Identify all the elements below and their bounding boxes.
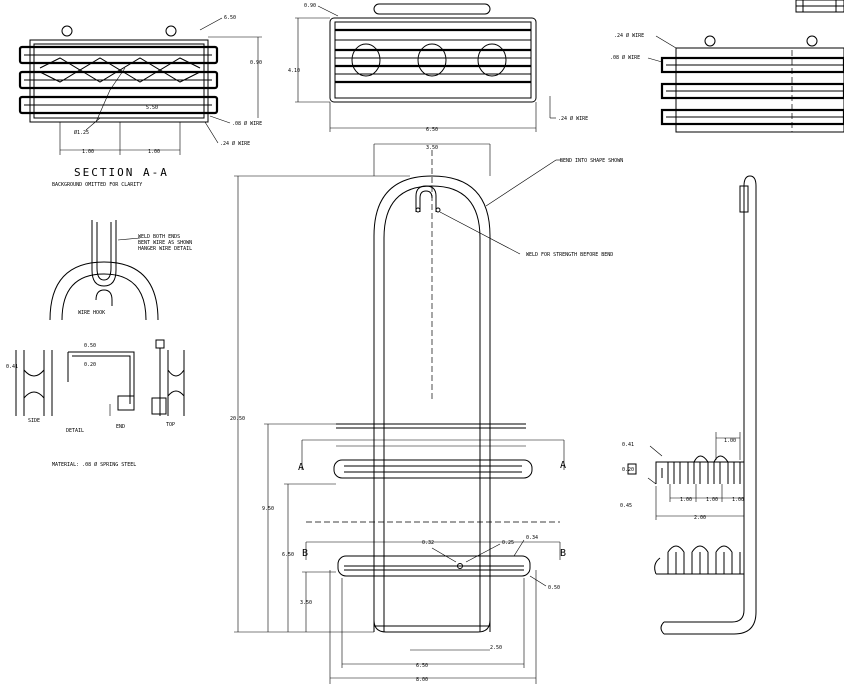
dim-label: 2.00 [694, 515, 706, 521]
comb-lower [654, 545, 744, 575]
main-front-view: A A B B 3.50 20.50 9.50 6.50 3.50 [230, 143, 623, 684]
dim-label: 1.00 [148, 149, 160, 155]
dim-label: 0.34 [526, 535, 538, 541]
dim-label: 5.50 [146, 105, 158, 111]
dim-label: 9.50 [262, 506, 274, 512]
dim-label: 0.20 [622, 467, 634, 473]
top-right-view: .24 Ø WIRE .08 Ø WIRE [610, 32, 844, 133]
dim-label: 1.00 [680, 497, 692, 503]
comb-upper [667, 455, 741, 484]
right-side-view: 1.00 0.41 0.20 0.45 1.00 1.00 1.00 2.00 [620, 175, 757, 635]
wire-hook-detail: WELD BOTH ENDS BENT WIRE AS SHOWN HANGER… [49, 220, 192, 321]
note-label: HANGER WIRE DETAIL [138, 246, 192, 252]
section-mark-b-right: B [560, 548, 566, 559]
dim-label: 8.00 [416, 677, 428, 683]
dim-label: 0.50 [548, 585, 560, 591]
dim-label: 6.50 [282, 552, 294, 558]
dim-label: .24 Ø WIRE [220, 140, 250, 147]
dim-label: .24 Ø WIRE [614, 32, 644, 39]
dim-label: 0.41 [6, 364, 18, 370]
dim-label: 2.50 [490, 645, 502, 651]
dim-label: 1.00 [732, 497, 744, 503]
detail-label: DETAIL [66, 428, 84, 434]
detail-label: END [116, 424, 125, 430]
dim-label: 1.00 [706, 497, 718, 503]
dim-label: .24 Ø WIRE [558, 115, 588, 122]
section-subtitle: BACKGROUND OMITTED FOR CLARITY [52, 182, 142, 188]
dim-label: 4.10 [288, 68, 300, 74]
dim-label: 0.32 [422, 540, 434, 546]
section-title: SECTION A-A [74, 166, 169, 179]
dim-label: .08 Ø WIRE [232, 120, 262, 127]
detail-label: TOP [166, 422, 175, 428]
dim-label: 0.20 [84, 362, 96, 368]
note-label: BENT WIRE AS SHOWN [138, 240, 192, 246]
dim-label: 6.50 [224, 15, 236, 21]
material-note: MATERIAL: .08 Ø SPRING STEEL [52, 461, 136, 468]
section-mark-a-right: A [560, 460, 566, 471]
dim-label: 0.90 [250, 60, 262, 66]
leader-note: BEND INTO SHAPE SHOWN [560, 158, 623, 164]
leader-note: WELD FOR STRENGTH BEFORE BEND [526, 252, 613, 258]
small-part-details: 0.41 SIDE 0.50 0.20 END TOP DETAIL MATER… [6, 339, 185, 468]
dim-label: 6.50 [416, 663, 428, 669]
dim-label: 1.00 [82, 149, 94, 155]
dim-label: 0.90 [304, 3, 316, 9]
detail-label: SIDE [28, 418, 40, 424]
section-mark-a-left: A [298, 462, 304, 473]
dim-label: 3.50 [426, 145, 438, 151]
dim-label: 6.50 [426, 127, 438, 133]
dim-label: 1.00 [724, 438, 736, 444]
dim-label: 0.25 [502, 540, 514, 546]
dim-label: 0.45 [620, 503, 632, 509]
dim-label: 20.50 [230, 416, 245, 422]
dim-label: .08 Ø WIRE [610, 54, 640, 61]
note-label: WIRE HOOK [78, 310, 105, 316]
dim-label: Ø1.25 [74, 129, 89, 136]
note-label: WELD BOTH ENDS [138, 234, 180, 240]
section-mark-b-left: B [302, 548, 308, 559]
top-center-view: 4.10 0.90 6.50 .24 Ø WIRE [288, 3, 588, 133]
dim-label: 0.50 [84, 343, 96, 349]
dim-label: 0.41 [622, 442, 634, 448]
title-block-fragment [795, 0, 844, 13]
section-a-a-view: 0.90 6.50 5.50 Ø1.25 .08 Ø WIRE .24 Ø WI… [18, 15, 262, 188]
dim-label: 3.50 [300, 600, 312, 606]
